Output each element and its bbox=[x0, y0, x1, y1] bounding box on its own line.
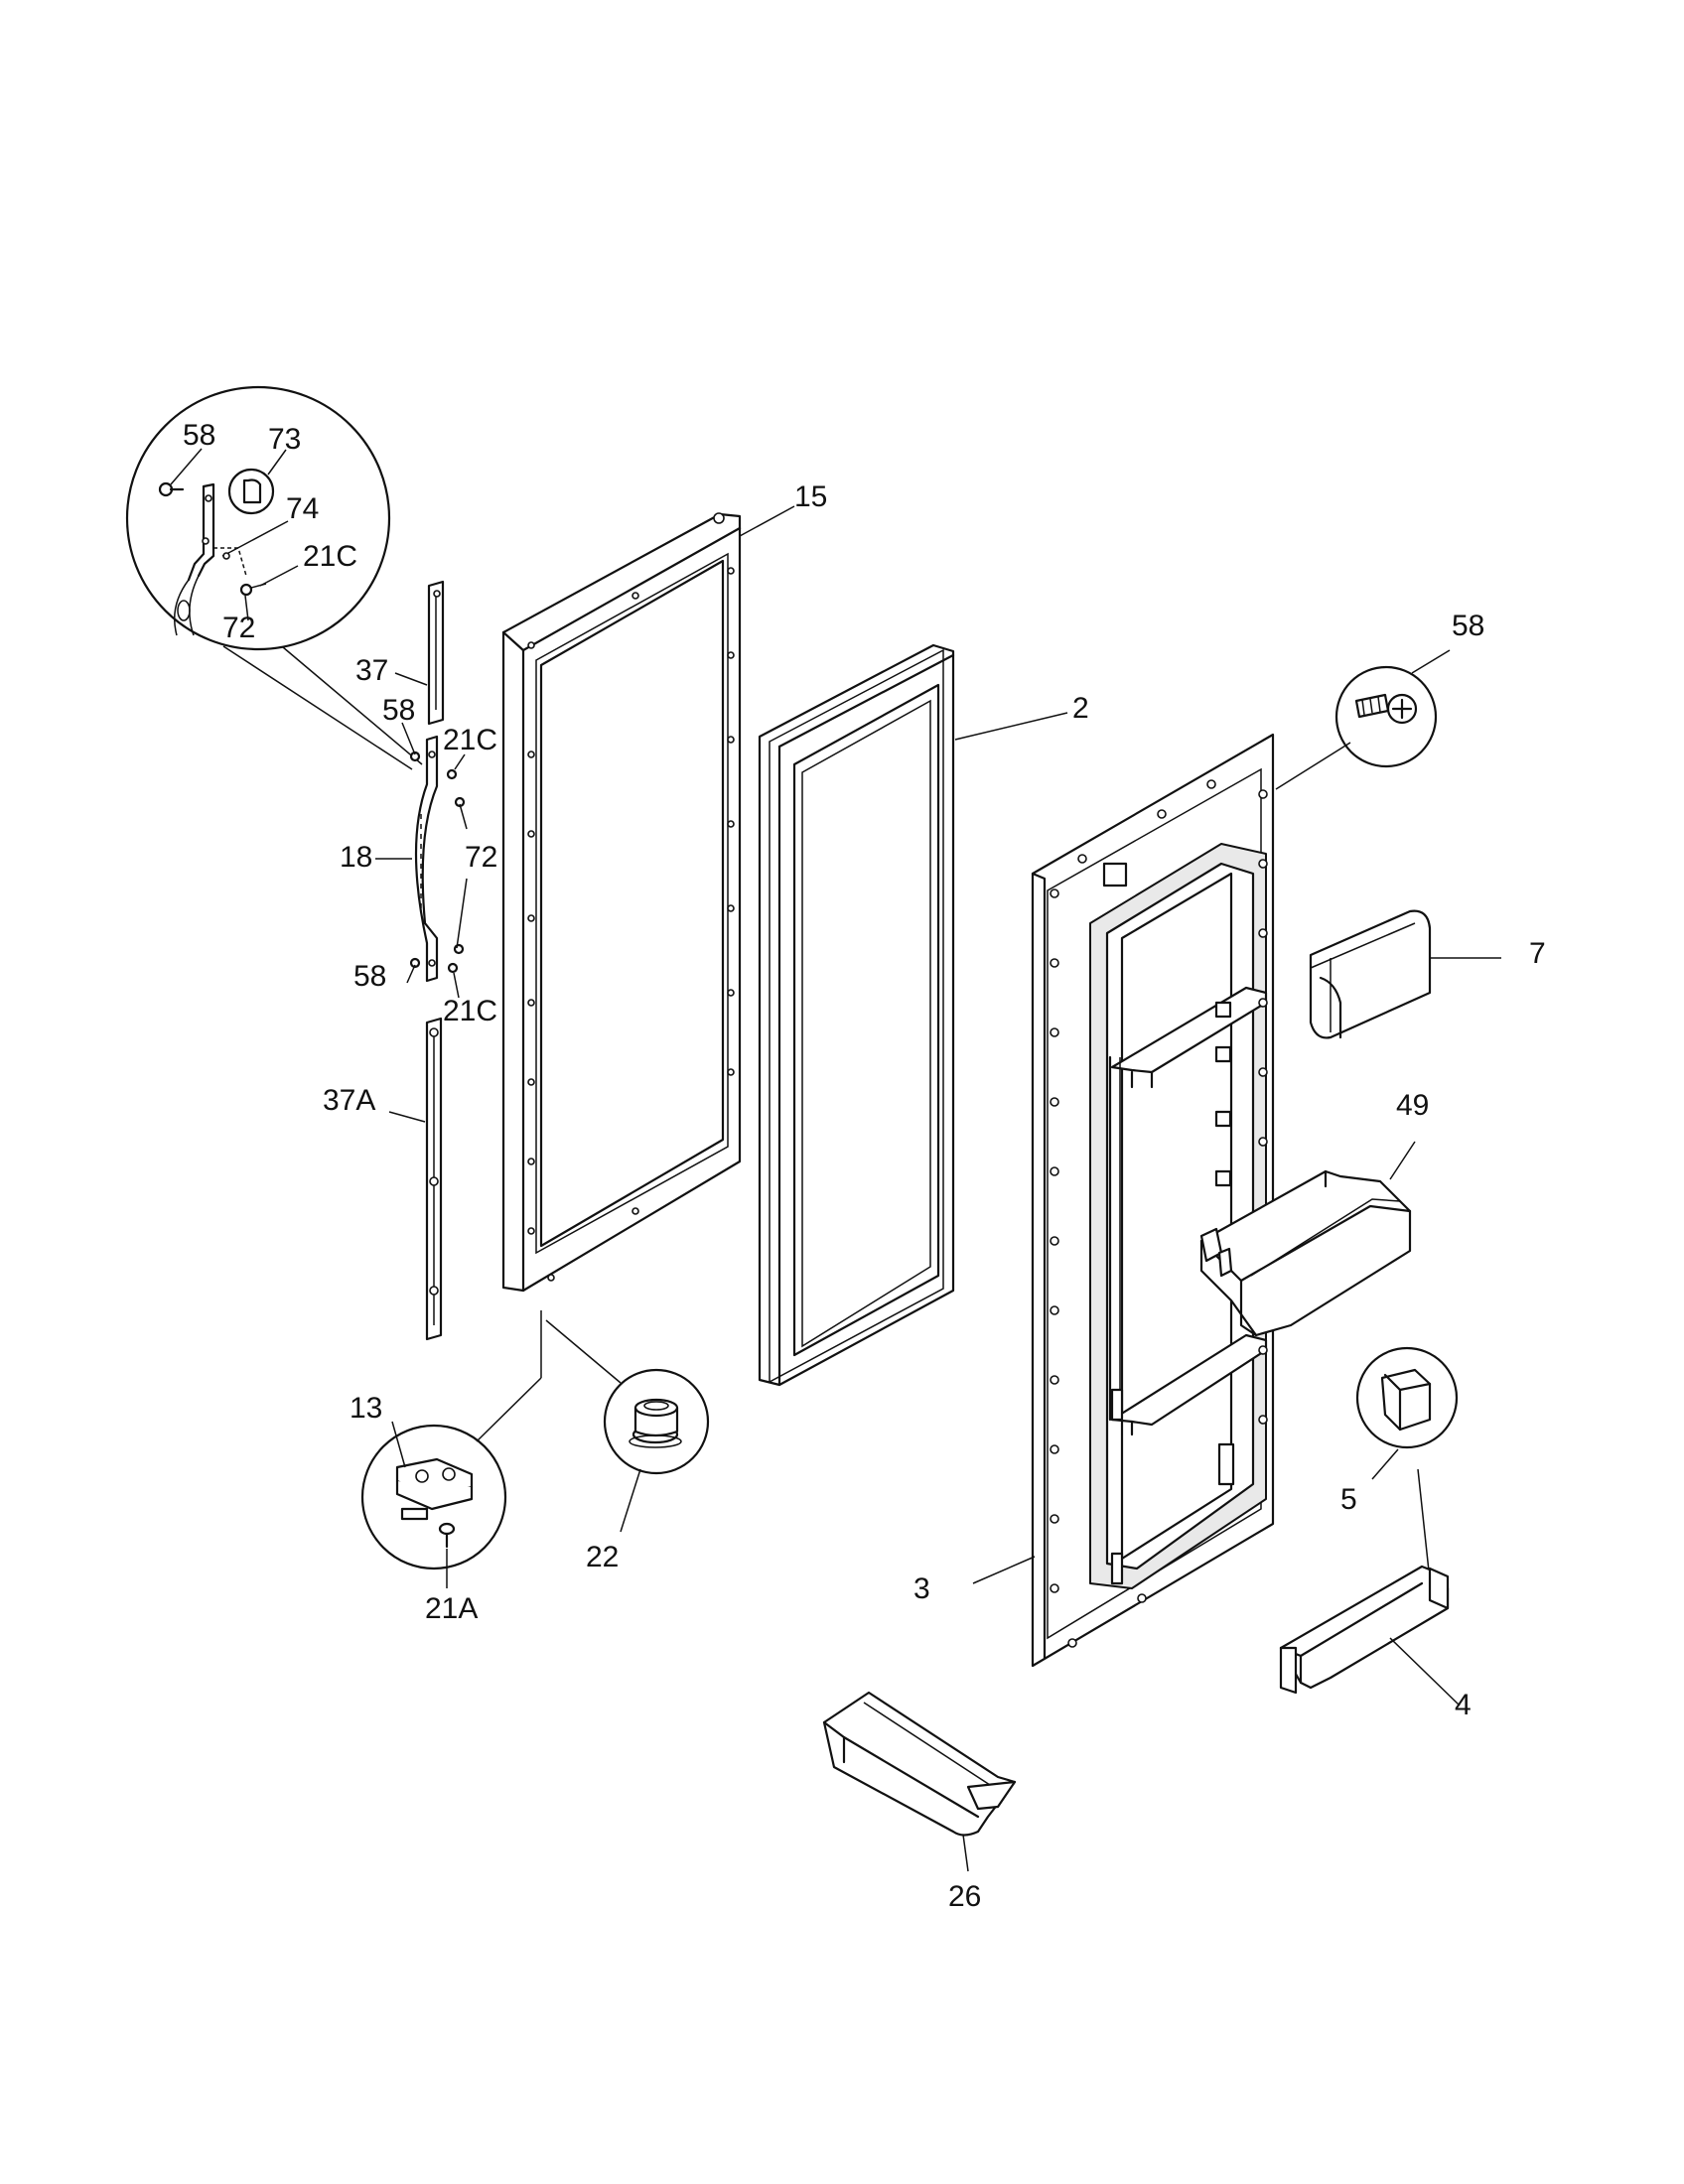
part-label: 58 bbox=[382, 694, 415, 727]
part-label: 73 bbox=[268, 423, 301, 456]
detail-callout-line bbox=[282, 646, 423, 765]
part-label: 21C bbox=[443, 995, 497, 1027]
hinge-bracket-detail bbox=[360, 1424, 507, 1570]
part-label: 3 bbox=[913, 1572, 930, 1605]
door-cam-detail bbox=[603, 1368, 710, 1475]
part-label: 49 bbox=[1396, 1089, 1429, 1122]
detail-callout-line bbox=[222, 645, 413, 770]
door-cam-icon bbox=[629, 1398, 682, 1448]
door-gasket bbox=[758, 643, 955, 1387]
screw-detail-circle bbox=[1334, 665, 1438, 768]
part-label: 2 bbox=[1072, 692, 1089, 725]
screw-icon bbox=[438, 1522, 456, 1549]
part-label: 72 bbox=[465, 841, 497, 874]
part-label: 37 bbox=[355, 654, 388, 687]
screw-icon bbox=[1354, 693, 1418, 725]
clip-detail-circle bbox=[1355, 1346, 1459, 1449]
hinge-detail-circle bbox=[125, 385, 391, 651]
handle-trim-top bbox=[427, 580, 445, 726]
door-handle bbox=[409, 735, 466, 983]
part-label: 22 bbox=[586, 1541, 619, 1573]
door-bin bbox=[1199, 1169, 1412, 1337]
part-label: 58 bbox=[183, 419, 215, 452]
part-label: 21A bbox=[425, 1592, 478, 1625]
bushing-icon bbox=[227, 468, 275, 515]
part-label: 15 bbox=[794, 480, 827, 513]
part-label: 74 bbox=[286, 492, 319, 525]
part-label: 13 bbox=[350, 1392, 382, 1425]
part-label: 26 bbox=[948, 1880, 981, 1913]
part-label: 21C bbox=[303, 540, 357, 573]
screw-icon bbox=[158, 481, 185, 497]
part-label: 58 bbox=[1452, 610, 1484, 642]
part-label: 37A bbox=[323, 1084, 375, 1117]
part-label: 58 bbox=[353, 960, 386, 993]
bottom-tray bbox=[822, 1691, 1017, 1837]
part-label: 18 bbox=[340, 841, 372, 874]
part-label: 72 bbox=[222, 612, 255, 644]
part-label: 5 bbox=[1340, 1483, 1357, 1516]
part-label: 4 bbox=[1455, 1689, 1472, 1721]
bin-retainer-bar bbox=[1279, 1565, 1450, 1695]
part-label: 21C bbox=[443, 724, 497, 756]
outer-door-panel bbox=[501, 512, 742, 1293]
dairy-door bbox=[1309, 909, 1432, 1039]
inner-door-liner bbox=[1031, 733, 1275, 1668]
handle-trim-bottom bbox=[425, 1017, 443, 1341]
part-label: 7 bbox=[1529, 937, 1546, 970]
